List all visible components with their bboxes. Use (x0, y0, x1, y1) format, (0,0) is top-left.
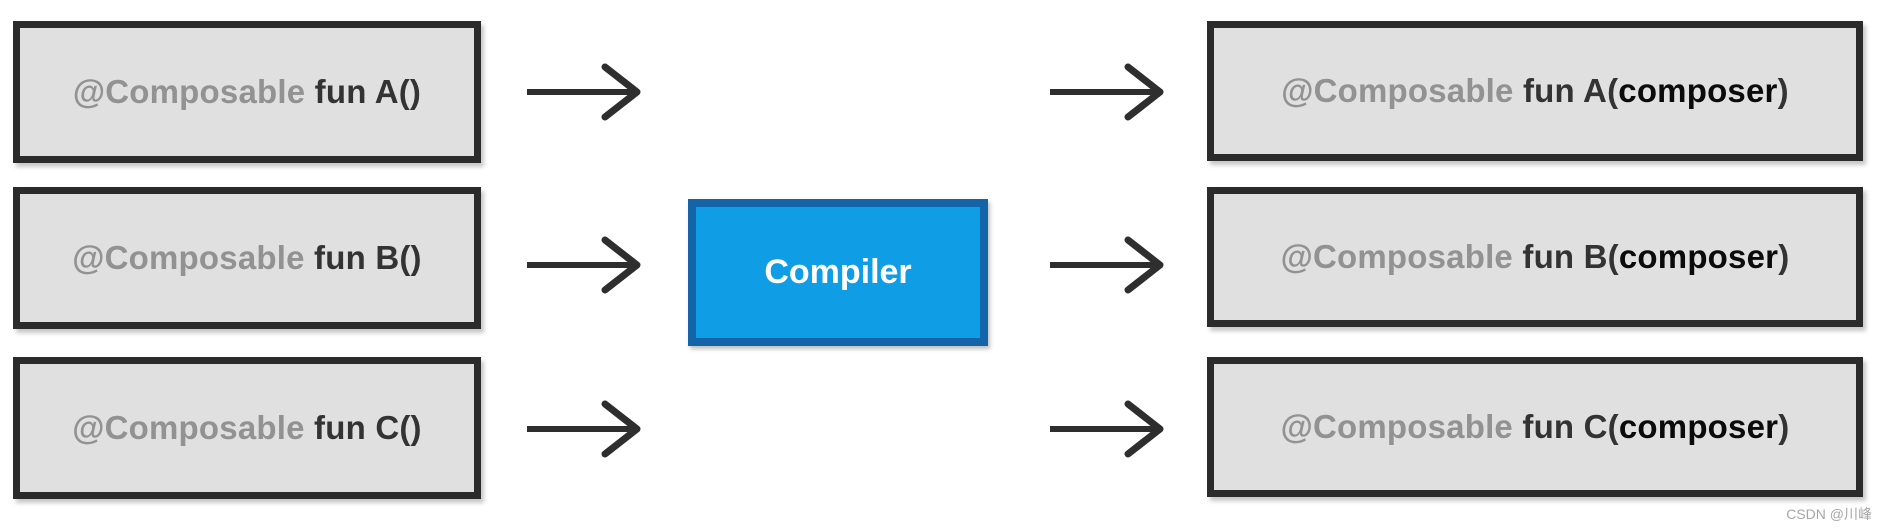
transformed-box-fun-c: @Composable fun C(composer) (1207, 357, 1863, 497)
transformed-box-fun-b: @Composable fun B(composer) (1207, 187, 1863, 327)
arrow-right-icon (1046, 234, 1168, 296)
close-paren: ) (1778, 408, 1790, 445)
transformed-box-fun-a: @Composable fun A(composer) (1207, 21, 1863, 161)
composer-param: composer (1618, 72, 1778, 109)
close-paren: ) (1777, 72, 1789, 109)
arrow-right-icon (523, 61, 645, 123)
close-paren: ) (1778, 238, 1790, 275)
composable-annotation: @Composable (1280, 238, 1513, 275)
source-box-fun-c: @Composable fun C() (13, 357, 481, 499)
source-box-fun-a: @Composable fun A() (13, 21, 481, 163)
arrow-right-icon (523, 398, 645, 460)
function-signature: fun A() (314, 73, 422, 110)
watermark: CSDN @川峰 (1786, 506, 1872, 522)
composer-param: composer (1618, 238, 1779, 275)
arrow-right-icon (1046, 398, 1168, 460)
arrow-right-icon (1046, 61, 1168, 123)
function-signature: fun C() (314, 409, 422, 446)
composable-annotation: @Composable (72, 239, 305, 276)
composable-annotation: @Composable (72, 409, 305, 446)
function-signature: fun B() (314, 239, 422, 276)
arrow-right-icon (523, 234, 645, 296)
source-box-fun-b: @Composable fun B() (13, 187, 481, 329)
composable-annotation: @Composable (1281, 72, 1514, 109)
compiler-box: Compiler (688, 199, 988, 346)
function-signature: fun C( (1522, 408, 1619, 445)
function-signature: fun A( (1522, 72, 1619, 109)
function-signature: fun B( (1522, 238, 1619, 275)
composer-param: composer (1618, 408, 1779, 445)
composable-annotation: @Composable (1280, 408, 1513, 445)
composable-annotation: @Composable (72, 73, 306, 110)
compiler-label: Compiler (764, 253, 912, 291)
